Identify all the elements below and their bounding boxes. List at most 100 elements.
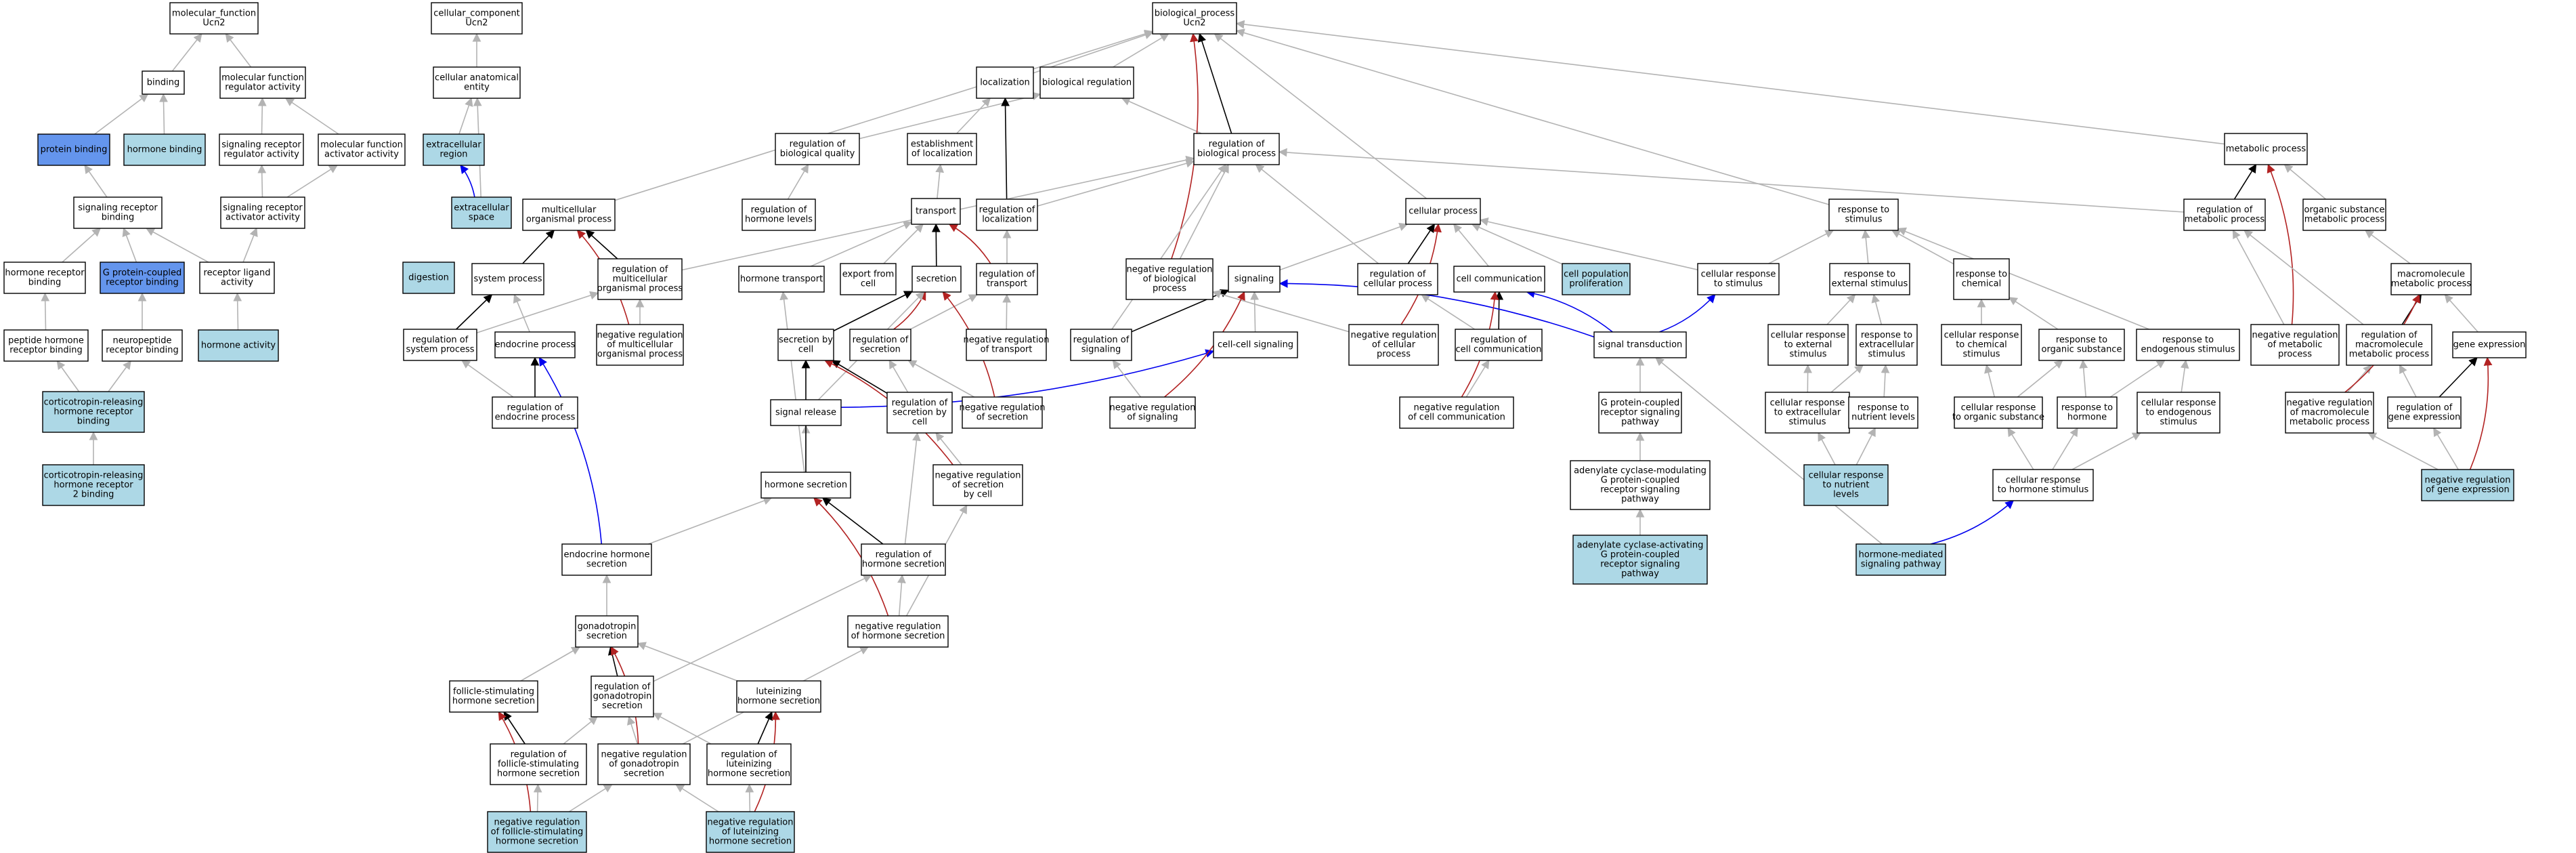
- go-node-hormone_activity[interactable]: hormone activity: [198, 329, 279, 362]
- go-node-localization[interactable]: localization: [976, 66, 1034, 99]
- go-node-sigrel[interactable]: signal release: [770, 399, 842, 426]
- go-node-protein_binding[interactable]: protein binding: [37, 133, 110, 166]
- go-node-metproc[interactable]: metabolic process: [2224, 133, 2308, 165]
- go-node-hormtrans[interactable]: hormone transport: [738, 266, 825, 293]
- go-node-ccsig[interactable]: cell-cell signaling: [1213, 331, 1298, 358]
- go-node-secretion[interactable]: secretion: [911, 266, 962, 293]
- go-node-digestion[interactable]: digestion: [402, 262, 455, 294]
- go-node-binding[interactable]: binding: [142, 70, 185, 95]
- go-node-transport[interactable]: transport: [911, 198, 961, 225]
- go-node-sysproc[interactable]: system process: [471, 263, 544, 295]
- go-node-geneexp[interactable]: gene expression: [2452, 331, 2527, 358]
- go-node-bioreg[interactable]: biological regulation: [1039, 66, 1134, 99]
- go-node-cellcomm[interactable]: cell communication: [1453, 266, 1545, 293]
- go-node-cellproc[interactable]: cellular process: [1405, 198, 1481, 225]
- go-node-hormone_binding[interactable]: hormone binding: [123, 133, 206, 166]
- go-node-signaling[interactable]: signaling: [1228, 266, 1281, 293]
- go-node-horsec[interactable]: hormone secretion: [760, 472, 851, 499]
- go-node-regfsh[interactable]: regulation offollicle-stimulatinghormone…: [490, 743, 587, 785]
- go-node-sigtrans[interactable]: signal transduction: [1593, 331, 1687, 358]
